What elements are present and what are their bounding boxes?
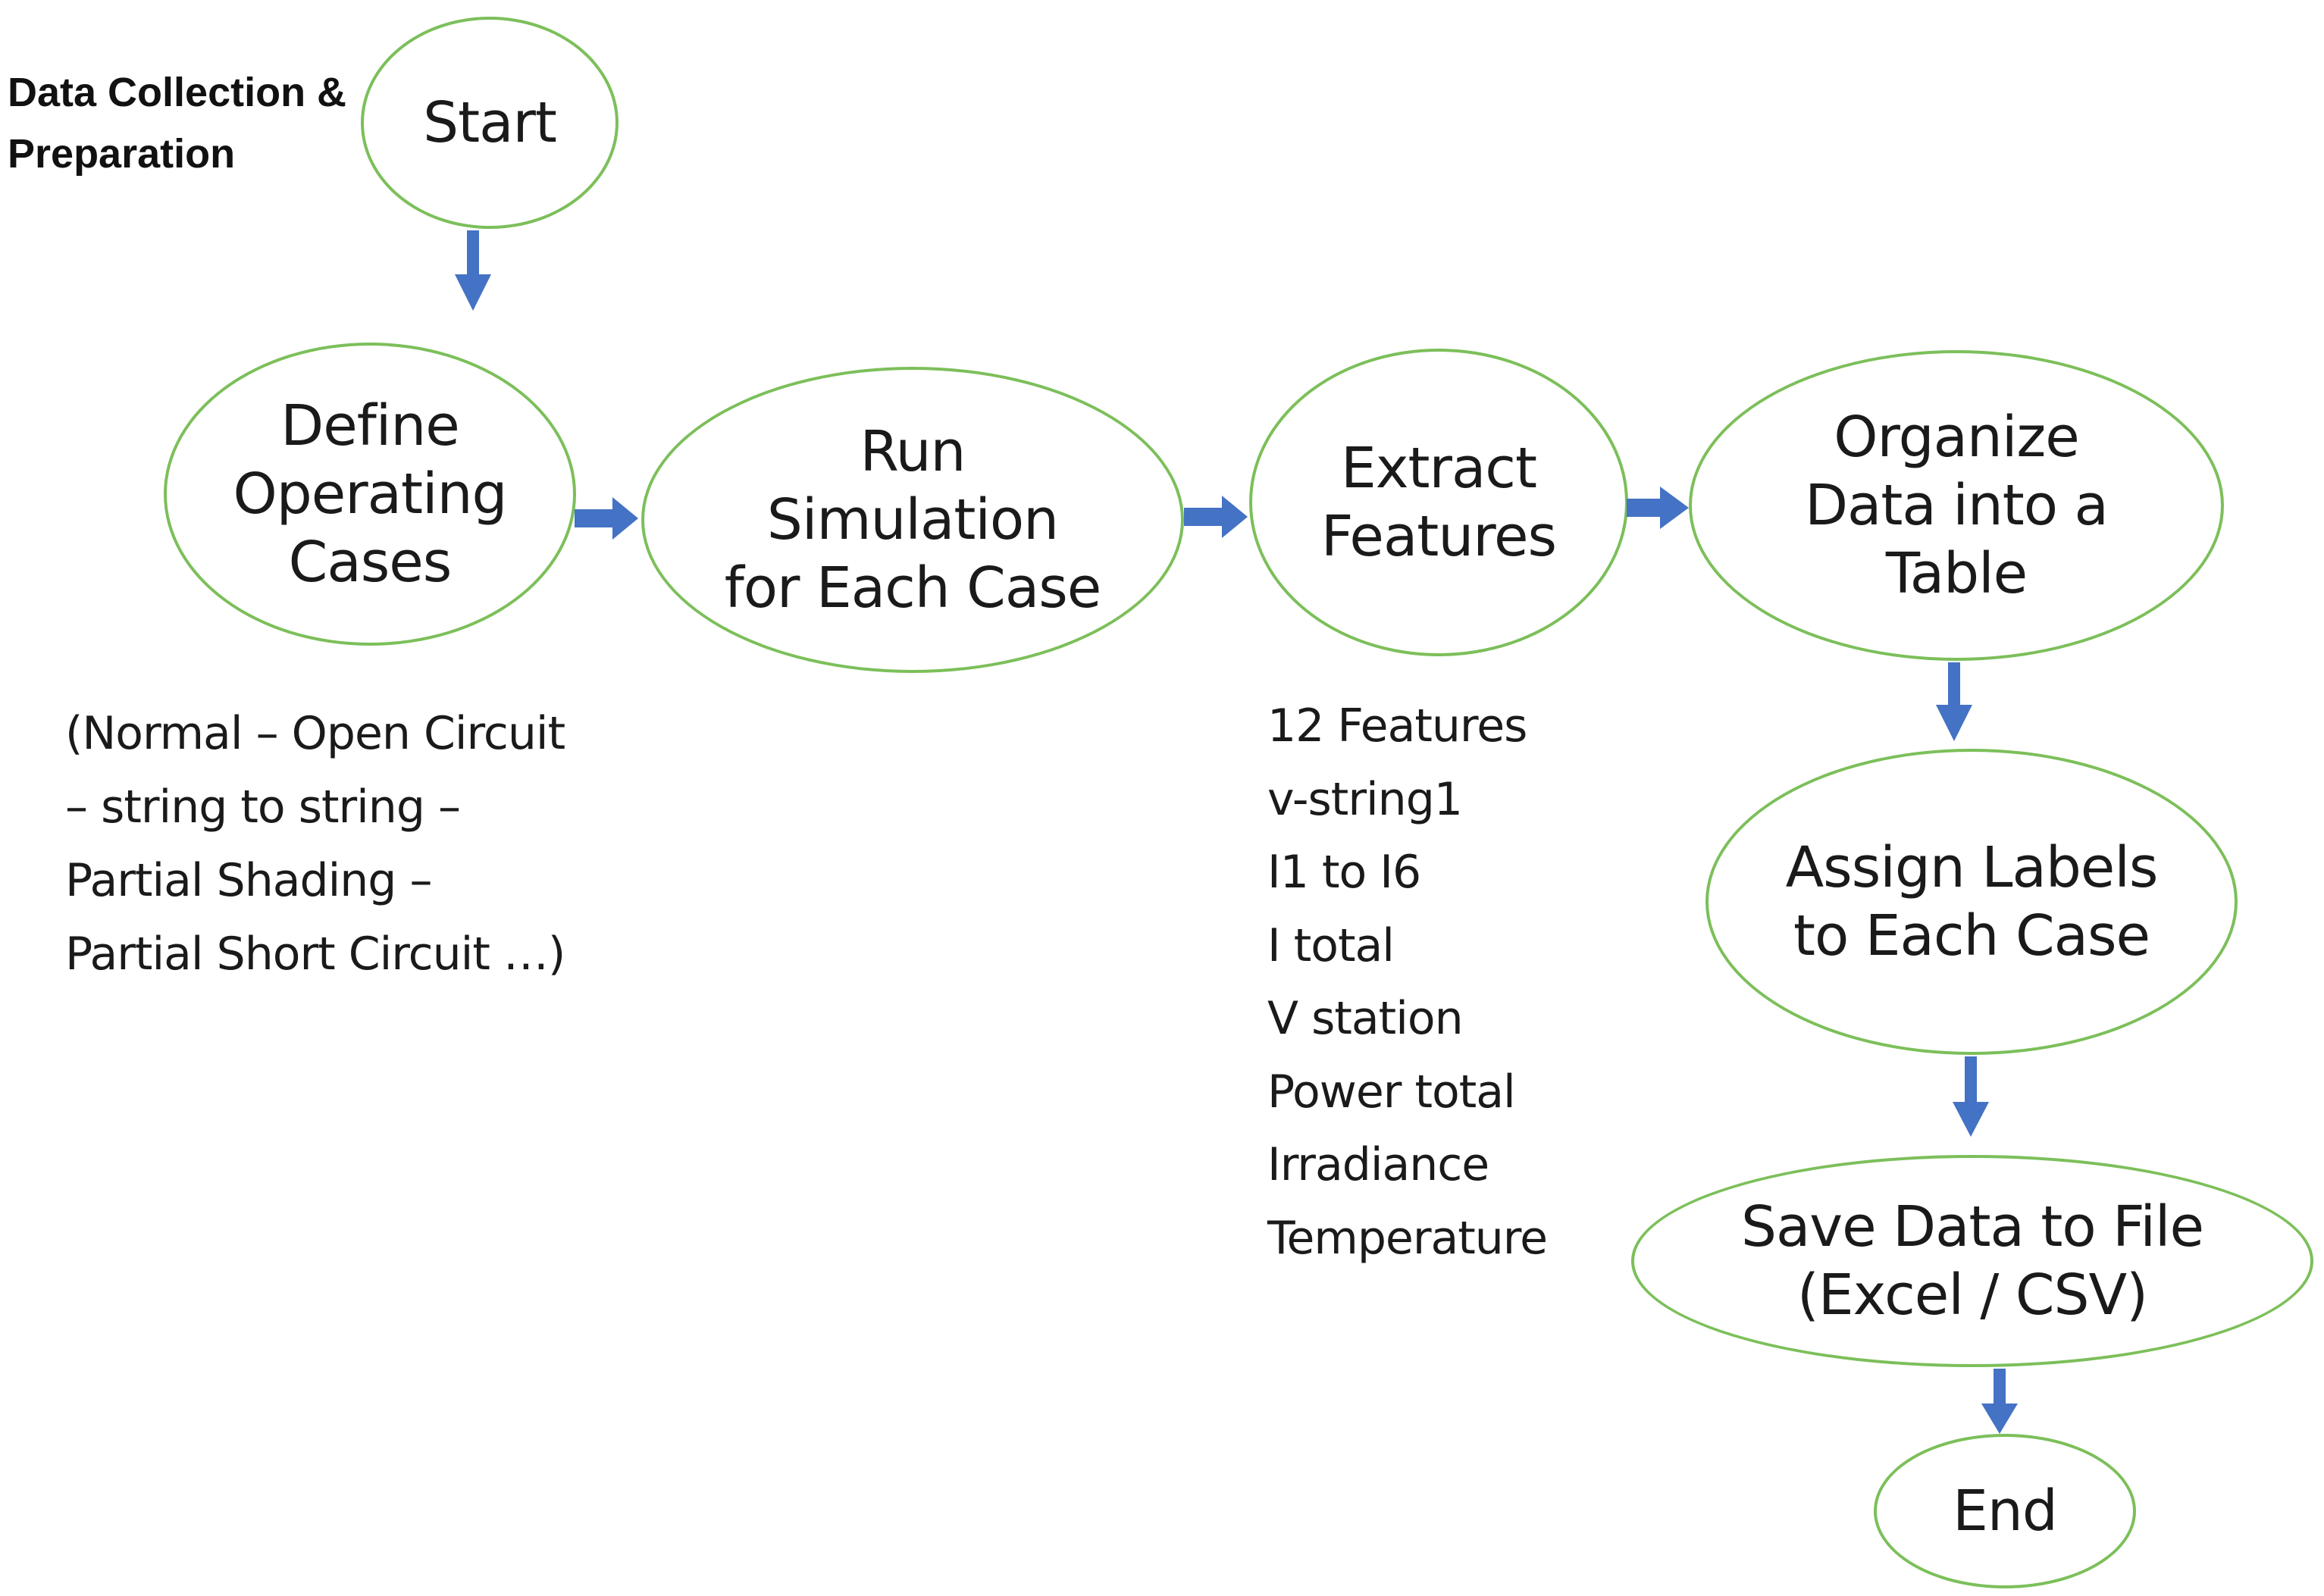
- organize-data-node: Organize Data into a Table: [1689, 350, 2224, 661]
- cases-note-line: – string to string –: [65, 781, 461, 834]
- feature-item: v-string1: [1267, 772, 1463, 826]
- start-node-label: Start: [423, 89, 557, 155]
- extract-features-node: Extract Features: [1249, 349, 1628, 656]
- end-node-label: End: [1953, 1478, 2058, 1544]
- assign-labels-label: Assign Labels to Each Case: [1785, 834, 2159, 969]
- arrow-down-icon: [1953, 1056, 1989, 1137]
- save-data-node: Save Data to File (Excel / CSV): [1631, 1155, 2313, 1367]
- feature-item: V station: [1267, 992, 1464, 1045]
- extract-features-label: Extract Features: [1320, 435, 1557, 569]
- save-data-label: Save Data to File (Excel / CSV): [1740, 1194, 2204, 1328]
- features-list: 12 Features v-string1 I1 to I6 I total V…: [1267, 690, 1548, 1275]
- feature-item: I total: [1267, 918, 1395, 972]
- diagram-heading: Data Collection & Preparation: [8, 70, 347, 177]
- organize-data-label: Organize Data into a Table: [1805, 404, 2109, 607]
- define-operating-cases-label: Define Operating Cases: [233, 393, 508, 596]
- start-node: Start: [361, 17, 619, 229]
- arrow-right-icon: [575, 497, 638, 540]
- define-operating-cases-node: Define Operating Cases: [164, 343, 576, 646]
- feature-item: I1 to I6: [1267, 846, 1421, 899]
- run-simulation-label: Run Simulation for Each Case: [724, 418, 1102, 621]
- feature-item: Power total: [1267, 1065, 1516, 1119]
- operating-cases-note: (Normal – Open Circuit – string to strin…: [65, 697, 565, 991]
- feature-item: Temperature: [1267, 1211, 1548, 1265]
- run-simulation-node: Run Simulation for Each Case: [641, 367, 1184, 673]
- cases-note-line: (Normal – Open Circuit: [65, 707, 565, 760]
- arrow-right-icon: [1184, 496, 1248, 538]
- cases-note-line: Partial Shading –: [65, 854, 432, 907]
- feature-item: 12 Features: [1267, 699, 1527, 753]
- feature-item: Irradiance: [1267, 1138, 1489, 1191]
- assign-labels-node: Assign Labels to Each Case: [1705, 749, 2238, 1055]
- arrow-down-icon: [1936, 662, 1972, 741]
- arrow-right-icon: [1627, 487, 1689, 529]
- arrow-down-icon: [1981, 1369, 2018, 1434]
- end-node: End: [1874, 1434, 2136, 1588]
- cases-note-line: Partial Short Circuit …): [65, 928, 565, 981]
- arrow-down-icon: [455, 230, 491, 311]
